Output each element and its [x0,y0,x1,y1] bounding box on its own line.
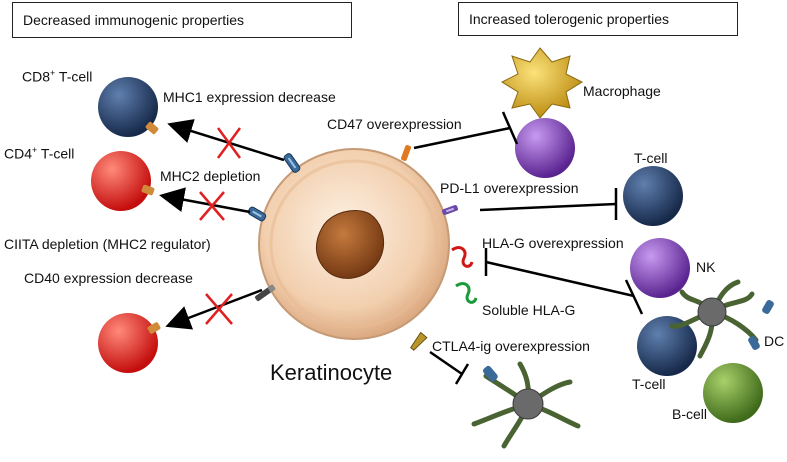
bcell-label: B-cell [672,406,708,422]
soluble-hlag-label: Soluble HLA-G [482,302,576,318]
mhc2-receptor-icon [247,206,267,222]
mhc2-arrow [159,187,251,221]
dc-label: DC [764,333,785,349]
header-left-label: Decreased immunogenic properties [23,12,244,28]
keratinocyte-cell [258,148,450,340]
mhc1-receptor-icon [283,153,301,173]
nucleus [316,210,385,279]
dendritic-cell-right [669,279,774,359]
cd47-label: CD47 overexpression [327,116,462,132]
tcell-top-label: T-cell [634,150,668,166]
hlag-molecule-icon [451,246,478,304]
pdl1-receptor-icon [442,205,458,215]
ctla4-ig-icon [410,331,428,351]
cd47-receptor-icon [401,145,411,161]
cd40-arrow [165,288,263,330]
mhc1-label: MHC1 expression decrease [163,89,336,105]
cd40-partner-cell [98,313,161,373]
pdl1-label: PD-L1 overexpression [440,180,579,196]
pdl1-inhibition-line [479,188,618,220]
nk-label: NK [696,259,716,275]
ctla4-inhibition-line [429,350,470,385]
cd40-label: CD40 expression decrease [24,270,193,286]
cd8-tcell-label: CD8+ T-cell [22,68,93,85]
cd40-receptor-icon [255,284,276,301]
keratinocyte-label: Keratinocyte [270,360,393,385]
nk-cell [630,238,690,298]
tcell-top-right [623,166,683,226]
tcell-bottom-label: T-cell [632,376,666,392]
tcell-bottom-right [637,316,697,376]
mhc2-label: MHC2 depletion [160,168,261,184]
dendritic-cell-bottom [471,361,581,449]
hlag-label: HLA-G overexpression [482,235,624,251]
cd4-tcell [91,151,155,211]
mhc1-arrow [167,119,285,162]
header-right-box: Increased tolerogenic properties [458,2,738,36]
cd47-inhibition-line [413,111,519,150]
cd4-tcell-label: CD4+ T-cell [4,145,75,162]
header-right-label: Increased tolerogenic properties [469,11,670,27]
ciita-label: CIITA depletion (MHC2 regulator) [4,236,211,252]
macrophage-cell [500,47,584,119]
macrophage-label: Macrophage [583,83,661,99]
header-left-box: Decreased immunogenic properties [12,2,352,38]
bcell [703,363,763,423]
hlag-inhibition-line [484,248,644,315]
cd8-tcell [98,77,159,137]
ctla4-label: CTLA4-ig overexpression [432,338,590,354]
purple-cell-top [515,118,575,178]
